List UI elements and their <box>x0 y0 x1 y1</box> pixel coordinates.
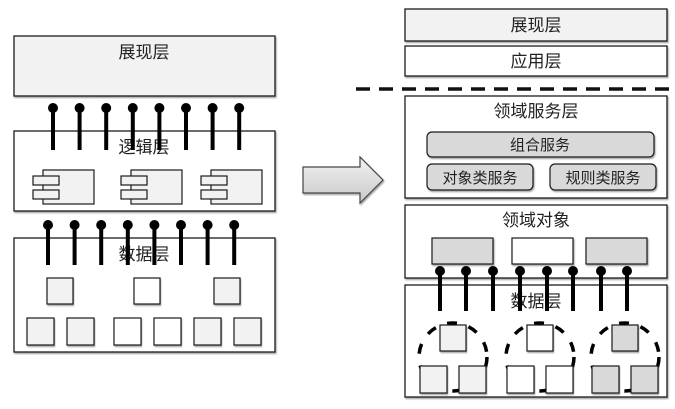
connector-dot <box>96 220 107 230</box>
data-box <box>46 277 74 305</box>
left-top-connectors <box>48 103 245 150</box>
left-logic-label: 逻辑层 <box>119 138 170 158</box>
domain-service-label: 领域服务层 <box>494 102 579 122</box>
object-service-label: 对象类服务 <box>442 169 517 187</box>
domain-object-boxes <box>431 237 648 265</box>
connector-dot <box>207 103 218 113</box>
rule-service-box <box>549 163 657 191</box>
connector-dot <box>568 266 578 276</box>
left-data-label: 数据层 <box>119 245 170 265</box>
domain-object-box <box>585 237 648 265</box>
application-label: 应用层 <box>511 52 562 72</box>
domain-object-box <box>511 237 574 265</box>
data-box <box>133 277 161 305</box>
data-box <box>611 324 639 352</box>
right-connectors <box>435 266 632 311</box>
connector-dot <box>202 220 213 230</box>
connector-dot <box>181 103 191 113</box>
data-box <box>113 317 142 346</box>
component-port <box>200 175 228 186</box>
connector-dot <box>43 220 53 230</box>
cluster-dashed-circle <box>589 321 661 393</box>
data-box <box>506 365 535 394</box>
connector-dot <box>515 266 525 276</box>
right-architecture: 展现层 应用层 领域服务层 组合服务 对象类服务 规则类服务 领域对象 数据层 <box>356 8 675 398</box>
composite-service-label: 组合服务 <box>510 136 570 154</box>
connector-dot <box>122 220 133 230</box>
component-port <box>32 189 60 200</box>
connector-dot <box>229 220 240 230</box>
connector-dot <box>542 266 552 276</box>
data-box <box>630 365 659 394</box>
data-box <box>591 365 620 394</box>
data-cluster <box>504 321 576 394</box>
connector-dot <box>622 266 632 276</box>
component-port <box>120 189 148 200</box>
connector-dot <box>48 103 58 113</box>
data-box <box>213 277 241 305</box>
connector-dot <box>461 266 471 276</box>
data-box <box>26 317 55 346</box>
connector-dot <box>488 266 498 276</box>
connector-dot <box>127 103 138 113</box>
composite-service-box <box>426 131 655 158</box>
rule-service-label: 规则类服务 <box>565 169 640 187</box>
data-box <box>193 317 222 346</box>
domain-object-label: 领域对象 <box>502 211 570 231</box>
data-box <box>545 365 574 394</box>
data-box <box>153 317 182 346</box>
right-presentation-label: 展现层 <box>511 16 562 36</box>
application-layer <box>404 45 668 77</box>
connector-dot <box>435 266 445 276</box>
connector-dot <box>149 220 160 230</box>
right-arrow-icon <box>302 155 384 205</box>
data-box <box>419 365 448 394</box>
component-port <box>120 175 148 186</box>
cluster-dashed-circle <box>504 321 576 393</box>
data-box <box>66 317 95 346</box>
connector-dot <box>74 103 85 113</box>
connector-dot <box>101 103 112 113</box>
connector-dot <box>69 220 80 230</box>
component-port <box>32 175 60 186</box>
data-box <box>526 324 554 352</box>
connector-dot <box>154 103 165 113</box>
left-data-boxes <box>26 277 262 346</box>
left-bottom-connectors <box>43 220 240 265</box>
connector-dot <box>596 266 606 276</box>
connector-dot <box>234 103 245 113</box>
left-logic-components <box>32 169 263 205</box>
connector-dot <box>176 220 186 230</box>
data-cluster <box>417 321 489 394</box>
left-presentation-label: 展现层 <box>119 43 170 63</box>
right-data-clusters <box>417 321 661 394</box>
cluster-dashed-circle <box>417 321 489 393</box>
data-box <box>233 317 262 346</box>
data-box <box>439 324 467 352</box>
data-box <box>458 365 487 394</box>
domain-object-box <box>431 237 494 265</box>
left-presentation-layer <box>13 35 276 97</box>
left-architecture: 展现层 逻辑层 数据层 <box>13 35 276 353</box>
component-port <box>200 189 228 200</box>
data-cluster <box>589 321 661 394</box>
right-presentation-layer <box>404 8 668 42</box>
object-service-box <box>426 163 534 191</box>
